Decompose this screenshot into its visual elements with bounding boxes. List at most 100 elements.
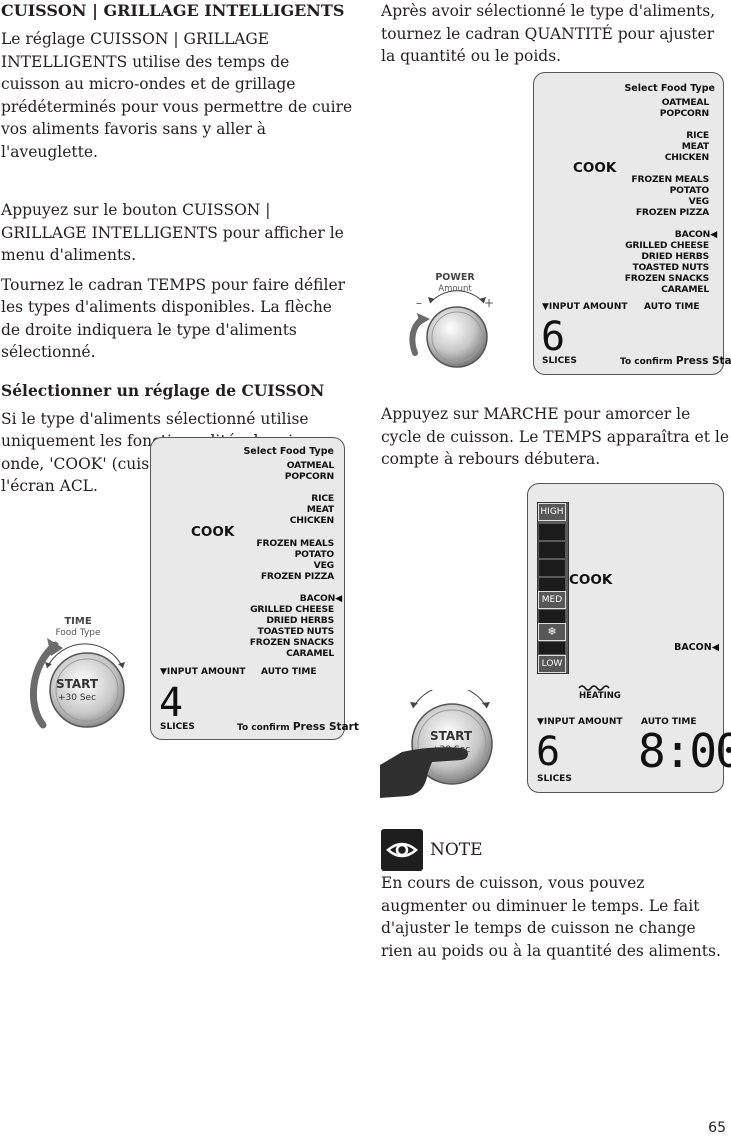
selected-food-bacon: BACON◀ (674, 642, 719, 653)
time-label: TIME (64, 616, 92, 627)
heating-label: HEATING (579, 691, 621, 701)
to-confirm-text: To confirm (237, 723, 290, 733)
power-low-label: LOW (538, 655, 566, 673)
input-amount-text: INPUT AMOUNT (548, 302, 628, 312)
time-readout: 8:00 (638, 724, 731, 778)
confirm-hint: To confirm Press Start (620, 355, 731, 367)
food-chicken: CHICKEN (664, 152, 709, 163)
food-list-group-3: FROZEN MEALS POTATO VEG FROZEN PIZZA (256, 538, 334, 582)
plus-sign: + (483, 296, 495, 310)
power-seg-4 (539, 578, 565, 592)
page-number: 65 (708, 1120, 726, 1136)
food-potato: POTATO (294, 549, 335, 560)
food-list-group-4: BACON◀ GRILLED CHEESE DRIED HERBS TOASTE… (625, 229, 717, 295)
right-column: Après avoir sélectionné le type d'alimen… (381, 0, 726, 68)
food-list-group-4: BACON◀ GRILLED CHEESE DRIED HERBS TOASTE… (250, 593, 342, 659)
cook-indicator: COOK (573, 160, 617, 176)
food-chicken: CHICKEN (289, 515, 334, 526)
down-arrow-icon: ▼ (537, 717, 544, 727)
lcd-display-1: Select Food Type OATMEAL POPCORN RICE ME… (150, 437, 359, 740)
step-press-start: Appuyez sur MARCHE pour amorcer le cycle… (381, 405, 729, 468)
power-knob[interactable] (426, 306, 488, 368)
plus30-label: +30 Sec (57, 693, 97, 703)
food-list-group-2: RICE MEAT CHICKEN (290, 493, 334, 526)
slices-label: SLICES (542, 356, 577, 366)
food-bacon: BACON (674, 229, 711, 240)
food-bacon: BACON (299, 593, 336, 604)
plus30-label: +30 Sec (431, 745, 471, 755)
power-high-label: HIGH (538, 503, 566, 521)
food-caramel: CARAMEL (286, 648, 334, 659)
food-dried-herbs: DRIED HERBS (641, 251, 709, 262)
auto-time-label: AUTO TIME (644, 302, 700, 312)
food-potato: POTATO (669, 185, 710, 196)
auto-time-label: AUTO TIME (261, 667, 317, 677)
input-amount-text: INPUT AMOUNT (543, 717, 623, 727)
note-text: En cours de cuisson, vous pouvez augment… (381, 874, 721, 960)
food-veg: VEG (688, 196, 710, 207)
pointing-hand-icon (380, 747, 468, 798)
note-label: NOTE (430, 840, 483, 860)
note-eye-icon (381, 829, 423, 871)
step-press-button: Appuyez sur le bouton CUISSON | GRILLAGE… (1, 201, 344, 264)
food-type-label: Food Type (55, 628, 101, 638)
food-veg: VEG (313, 560, 335, 571)
defrost-snowflake-icon: ❄ (538, 623, 566, 641)
start-button[interactable] (411, 703, 493, 785)
left-column: CUISSON | GRILLAGE INTELLIGENTS Le régla… (1, 0, 353, 498)
food-popcorn: POPCORN (284, 471, 334, 482)
press-start-text: Press Start (292, 721, 359, 733)
time-knob-figure (29, 638, 125, 729)
select-food-type-label: Select Food Type (624, 83, 715, 94)
food-oatmeal: OATMEAL (661, 97, 709, 108)
lcd-display-3: HIGH MED ❄ LOW COOK BACON◀ HEATING ▼INPU… (527, 483, 731, 793)
amount-digit: 6 (541, 314, 566, 360)
food-frozen-snacks: FROZEN SNACKS (249, 637, 334, 648)
food-rice: RICE (686, 130, 709, 141)
food-dried-herbs: DRIED HERBS (266, 615, 334, 626)
step-turn-dial: Tournez le cadran TEMPS pour faire défil… (1, 275, 346, 362)
selected-arrow-icon: ◀ (335, 593, 342, 604)
amount-digit: 6 (536, 729, 561, 775)
down-arrow-icon: ▼ (542, 302, 549, 312)
food-frozen-pizza: FROZEN PIZZA (635, 207, 709, 218)
food-oatmeal: OATMEAL (286, 460, 334, 471)
input-amount-label: ▼INPUT AMOUNT (160, 667, 246, 677)
food-toasted-nuts: TOASTED NUTS (257, 626, 334, 637)
food-toasted-nuts: TOASTED NUTS (632, 262, 709, 273)
cook-indicator: COOK (191, 524, 235, 540)
power-seg-2 (539, 542, 565, 558)
confirm-hint: To confirm Press Start (237, 721, 359, 733)
heating-wave-icon (578, 685, 610, 691)
food-frozen-meals: FROZEN MEALS (631, 174, 709, 185)
subheading-select-cook: Sélectionner un réglage de CUISSON (1, 380, 325, 400)
to-confirm-text: To confirm (620, 357, 673, 367)
select-food-type-label: Select Food Type (243, 446, 334, 457)
cook-indicator: COOK (569, 572, 613, 588)
power-seg-3 (539, 560, 565, 576)
slices-label: SLICES (537, 774, 572, 784)
auto-time-label: AUTO TIME (641, 717, 697, 727)
section-title: CUISSON | GRILLAGE INTELLIGENTS (1, 1, 345, 20)
minus-sign: – (416, 296, 422, 310)
food-meat: MEAT (681, 141, 709, 152)
power-seg-6 (539, 642, 565, 654)
food-list-group-1: OATMEAL POPCORN (285, 460, 334, 482)
food-popcorn: POPCORN (659, 108, 709, 119)
power-med-label: MED (538, 591, 566, 609)
intro-paragraph: Le réglage CUISSON | GRILLAGE INTELLIGEN… (1, 30, 353, 161)
power-knob-figure (409, 290, 488, 368)
down-arrow-icon: ▼ (160, 667, 167, 677)
food-frozen-pizza: FROZEN PIZZA (260, 571, 334, 582)
slices-label: SLICES (160, 722, 195, 732)
power-label: POWER (435, 272, 475, 283)
step-adjust-quantity: Après avoir sélectionné le type d'alimen… (381, 2, 716, 65)
amount-label: Amount (438, 284, 472, 294)
lcd-display-2: Select Food Type OATMEAL POPCORN RICE ME… (533, 72, 731, 375)
amount-digit: 4 (159, 680, 184, 726)
power-seg-1 (539, 524, 565, 540)
input-amount-label: ▼INPUT AMOUNT (542, 302, 628, 312)
selected-arrow-icon: ◀ (710, 229, 717, 240)
time-knob[interactable] (49, 652, 125, 728)
food-caramel: CARAMEL (661, 284, 709, 295)
